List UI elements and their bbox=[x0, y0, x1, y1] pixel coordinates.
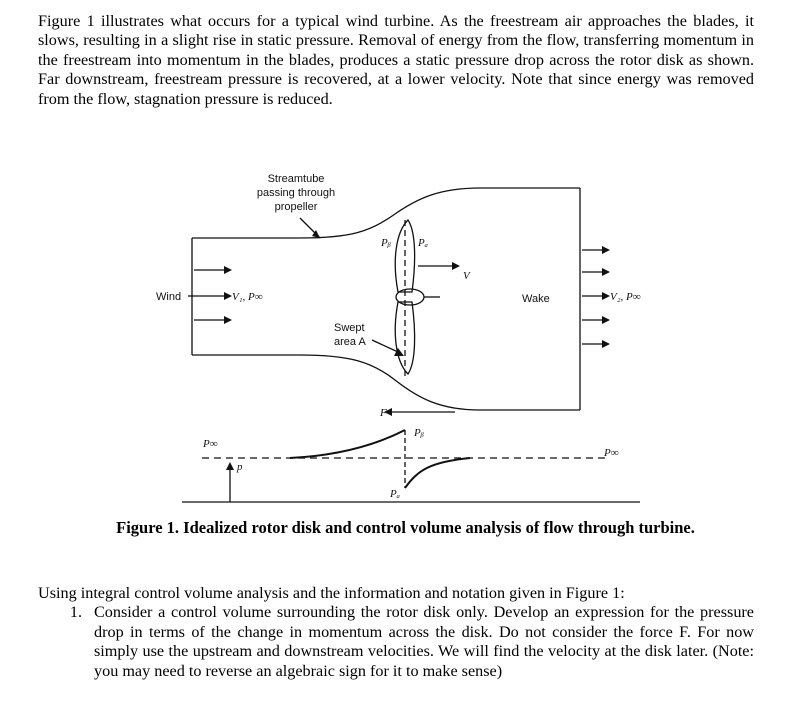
pressure-curve-upstream bbox=[289, 429, 406, 459]
label-v: V bbox=[463, 270, 471, 282]
propeller-blade-lower bbox=[394, 301, 416, 376]
label-streamtube-2: passing through bbox=[257, 187, 335, 199]
label-wind: Wind bbox=[156, 291, 181, 303]
label-streamtube-1: Streamtube bbox=[268, 173, 325, 185]
label-p-inf-right: P∞ bbox=[603, 447, 619, 459]
question-text: Consider a control volume surrounding th… bbox=[94, 603, 754, 680]
label-force-f: F bbox=[379, 407, 387, 419]
figure-caption: Figure 1. Idealized rotor disk and contr… bbox=[116, 518, 695, 537]
pressure-curve-downstream bbox=[404, 457, 471, 489]
propeller-blade-upper bbox=[394, 218, 416, 293]
intro-paragraph: Figure 1 illustrates what occurs for a t… bbox=[38, 12, 754, 108]
question-number: 1. bbox=[69, 603, 82, 622]
label-pa-top: Pₐ bbox=[417, 237, 428, 249]
label-p-axis: p bbox=[236, 461, 243, 473]
label-swept-2: area A bbox=[334, 336, 366, 348]
label-pb-top: Pᵦ bbox=[380, 237, 391, 249]
label-streamtube-3: propeller bbox=[275, 201, 318, 213]
question-item: 1. Consider a control volume surrounding… bbox=[38, 603, 754, 681]
label-pb-plot: Pᵦ bbox=[413, 427, 424, 439]
label-v1-pinf: V₁, P∞ bbox=[232, 291, 263, 303]
label-v2-pinf: V₂, P∞ bbox=[610, 291, 641, 303]
streamtube-lower-boundary bbox=[192, 354, 580, 411]
question-section: Using integral control volume analysis a… bbox=[38, 584, 754, 681]
label-swept-1: Swept bbox=[334, 322, 365, 334]
propeller-hub bbox=[395, 288, 425, 306]
label-pa-plot: Pₐ bbox=[389, 488, 400, 500]
label-p-inf-left: P∞ bbox=[202, 438, 218, 450]
label-wake: Wake bbox=[522, 293, 550, 305]
question-list: 1. Consider a control volume surrounding… bbox=[38, 603, 754, 681]
question-intro: Using integral control volume analysis a… bbox=[38, 584, 625, 602]
streamtube-upper-boundary bbox=[192, 187, 580, 239]
